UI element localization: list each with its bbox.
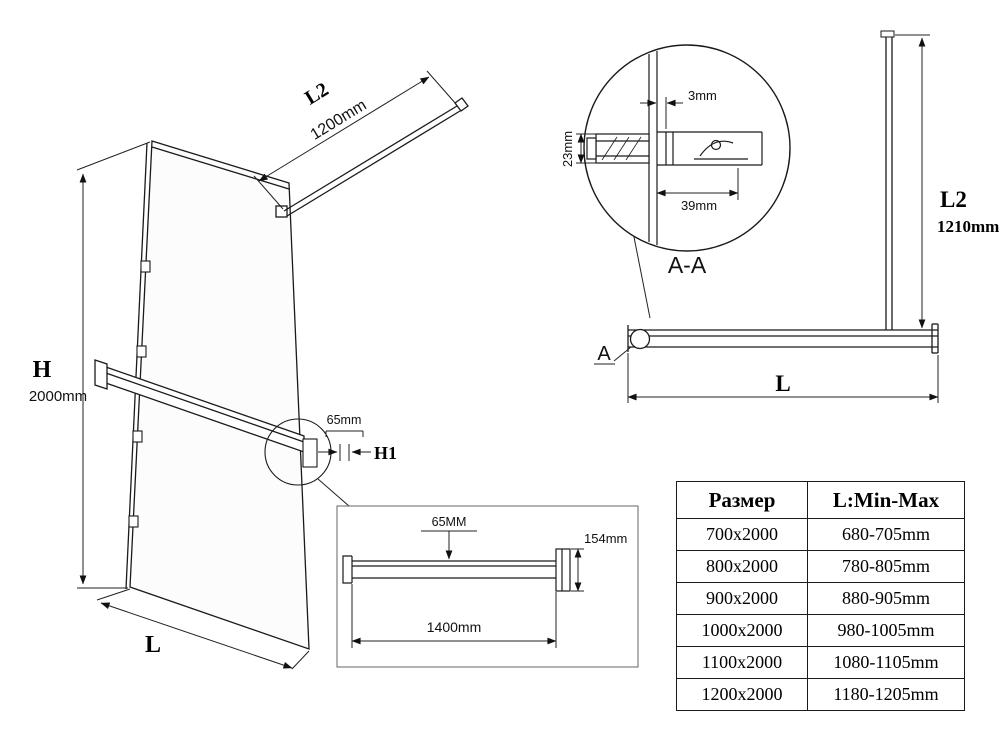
size-table-header-range: L:Min-Max	[807, 481, 965, 519]
main-dimension-lines	[76, 70, 457, 670]
front-view-dimension-lines	[594, 34, 939, 403]
detail-right-bracket	[555, 548, 571, 592]
support-bar-end-fitting	[454, 97, 469, 112]
size-table-row: 1100x2000 1080-1105mm	[676, 646, 965, 679]
support-bar-line1	[283, 105, 458, 212]
clamp-knob	[586, 137, 597, 160]
range-cell: 680-705mm	[807, 518, 965, 551]
detail-dim-154: 154mm	[584, 531, 627, 546]
marker-a-leader	[613, 346, 632, 362]
range-cell: 1080-1105mm	[807, 646, 965, 679]
dim-h-label: H	[33, 357, 52, 383]
range-cell: 1180-1205mm	[807, 678, 965, 711]
range-cell: 980-1005mm	[807, 614, 965, 647]
size-cell: 700x2000	[676, 518, 808, 551]
size-cell: 1100x2000	[676, 646, 808, 679]
size-table-row: 900x2000 880-905mm	[676, 582, 965, 615]
size-table: Размер L:Min-Max 700x2000 680-705mm 800x…	[676, 481, 965, 711]
detail-left-cap	[342, 555, 352, 584]
front-l-label: L	[775, 371, 790, 396]
dim-h-value: 2000mm	[29, 388, 87, 405]
section-dim-3mm: 3mm	[688, 88, 717, 103]
section-dim-23mm: 23mm	[560, 131, 575, 167]
range-cell: 780-805mm	[807, 550, 965, 583]
section-aa-view	[583, 44, 791, 252]
dim-h1-label: H1	[374, 443, 397, 463]
detail-dim-1400: 1400mm	[427, 619, 481, 635]
dim-65-label: 65mm	[327, 413, 362, 427]
rail-left-cap	[94, 359, 108, 390]
front-l2-label: L2	[940, 187, 967, 212]
dim-line-l2	[258, 76, 430, 182]
size-table-row: 1000x2000 980-1005mm	[676, 614, 965, 647]
size-cell: 1000x2000	[676, 614, 808, 647]
range-cell: 880-905mm	[807, 582, 965, 615]
wall-brackets	[128, 260, 151, 528]
front-marker-a: A	[597, 343, 611, 365]
front-l2-value: 1210mm	[937, 217, 999, 236]
front-view	[627, 30, 939, 354]
size-table-row: 800x2000 780-805mm	[676, 550, 965, 583]
clip-spring	[699, 140, 734, 157]
size-cell: 800x2000	[676, 550, 808, 583]
detail-dim-65: 65MM	[432, 515, 467, 529]
leader-to-front-view	[633, 236, 651, 319]
support-bar-mount	[275, 205, 288, 218]
rail-detail-dimension-lines	[351, 530, 584, 648]
wall-clamp	[595, 133, 650, 164]
glass-thickness-left	[125, 142, 148, 590]
section-title: A-A	[668, 252, 707, 278]
section-aa-dimension-lines	[576, 97, 739, 319]
glass-thickness-top	[151, 146, 290, 190]
dim-l2-label: L2	[301, 78, 332, 109]
size-table-row: 1200x2000 1180-1205mm	[676, 678, 965, 711]
main-3d-view	[94, 97, 469, 650]
front-left-clamp	[629, 328, 651, 350]
size-table-header-row: Размер L:Min-Max	[676, 481, 965, 519]
size-cell: 1200x2000	[676, 678, 808, 711]
size-table-header-size: Размер	[676, 481, 808, 519]
pole-top-cap	[880, 30, 895, 38]
size-cell: 900x2000	[676, 582, 808, 615]
section-dim-39mm: 39mm	[681, 198, 717, 213]
size-table-row: 700x2000 680-705mm	[676, 518, 965, 551]
dim-line-l	[100, 602, 293, 669]
rail-end-bracket	[302, 438, 318, 468]
dim-l-label: L	[145, 632, 161, 658]
